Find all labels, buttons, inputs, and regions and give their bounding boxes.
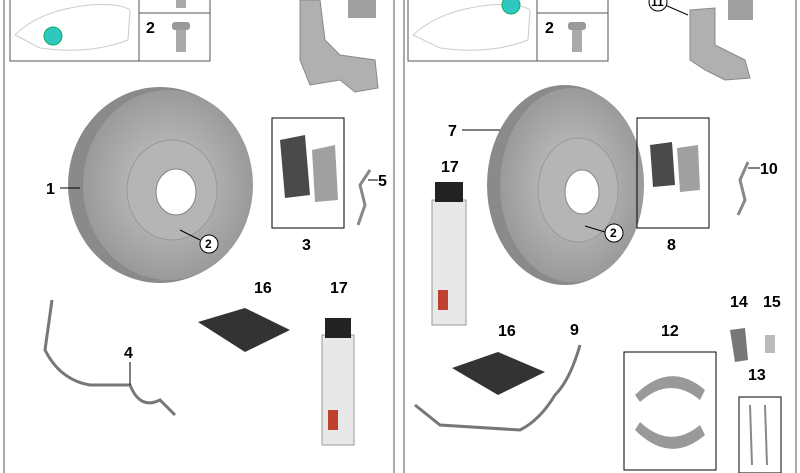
paste-sachet-icon — [452, 352, 545, 395]
label-10: 10 — [760, 161, 778, 178]
springs-box — [738, 396, 782, 473]
callout-2: 2 — [610, 226, 617, 240]
brake-pad-icon — [280, 135, 310, 198]
label-4: 4 — [124, 345, 133, 362]
label-5: 5 — [378, 173, 387, 190]
label-8: 8 — [667, 237, 676, 254]
brake-disc-icon — [68, 87, 253, 283]
brake-shoe-icon — [635, 376, 705, 402]
paste-sachet-icon — [198, 308, 290, 352]
car-outline-icon — [14, 4, 131, 51]
label-12: 12 — [661, 323, 679, 340]
label-13: 13 — [748, 367, 766, 384]
brake-pad-icon — [650, 142, 675, 187]
callout-11: 11 — [651, 0, 664, 9]
right-inset: 2 — [407, 0, 609, 62]
label-14: 14 — [730, 294, 748, 311]
wear-sensor-icon — [414, 344, 582, 432]
label-7: 7 — [448, 123, 457, 140]
inset-label: 2 — [545, 20, 554, 37]
label-16: 16 — [498, 323, 516, 340]
left-panel-frame — [3, 0, 395, 473]
clip-icon — [736, 161, 750, 216]
label-3: 3 — [302, 237, 311, 254]
label-9: 9 — [570, 322, 579, 339]
label-17: 17 — [330, 280, 348, 297]
wear-sensor-icon — [43, 299, 177, 417]
label-15: 15 — [763, 294, 781, 311]
label-1: 1 — [46, 181, 55, 198]
clip-icon — [356, 169, 372, 226]
pin-icon — [765, 335, 775, 353]
brake-disc-icon — [487, 85, 644, 285]
caliper-carrier-icon — [299, 0, 379, 93]
label-16: 16 — [254, 280, 272, 297]
caliper-carrier-icon — [689, 7, 751, 81]
bolt-icon — [172, 22, 190, 30]
pads-box — [636, 117, 710, 229]
pad-part-icon — [730, 328, 748, 362]
spray-can-icon — [431, 199, 467, 326]
pads-box — [271, 117, 345, 229]
spring-icon — [749, 404, 768, 466]
left-inset: 2 — [9, 0, 211, 62]
callout-2: 2 — [205, 237, 212, 251]
shoes-box — [623, 351, 717, 471]
bolt-icon — [568, 22, 586, 30]
right-panel-frame — [403, 0, 797, 473]
location-marker-icon — [43, 26, 63, 46]
inset-label: 2 — [146, 20, 155, 37]
location-marker-icon — [501, 0, 521, 15]
label-17: 17 — [441, 159, 459, 176]
